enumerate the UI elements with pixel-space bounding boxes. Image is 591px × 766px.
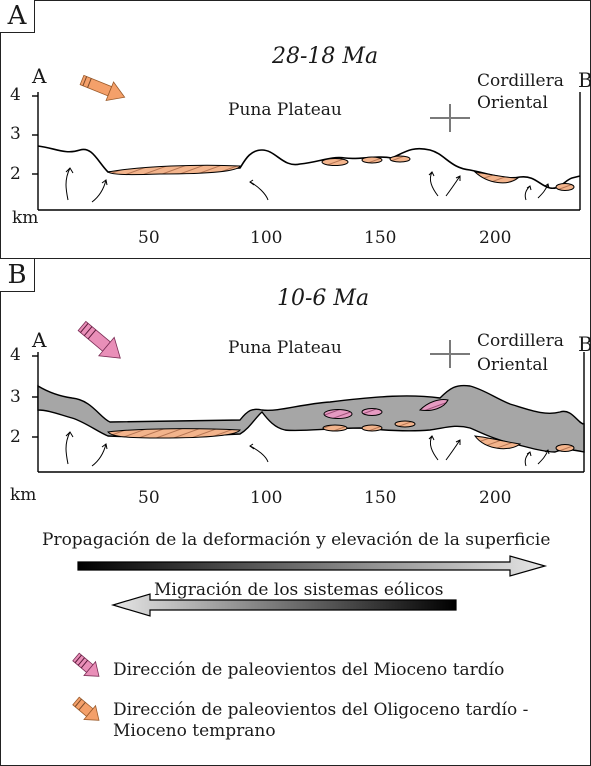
panel-a-cordillera: Cordillera xyxy=(477,71,564,91)
panel-b-puna-plateau: Puna Plateau xyxy=(228,338,342,358)
panel-a-puna-plateau: Puna Plateau xyxy=(228,100,342,120)
panel-a-sand-body-2 xyxy=(321,158,349,166)
panel-a-cross-symbol xyxy=(430,104,470,132)
panel-b-age: 10-6 Ma xyxy=(277,286,370,311)
panel-b-xtick-100: 100 xyxy=(250,488,283,508)
panel-b-paleowind-arrow xyxy=(77,320,121,359)
panel-b-xtick-200: 200 xyxy=(479,488,512,508)
panel-b-cordillera: Cordillera xyxy=(477,331,564,351)
panel-b-ytick-3: 3 xyxy=(10,387,21,407)
panel-b-km: km xyxy=(10,485,37,505)
propagation-label: Propagación de la deformación y elevació… xyxy=(42,530,551,550)
panel-a-sand-body-5 xyxy=(473,171,520,184)
panel-a-sand-body-1 xyxy=(106,164,241,176)
panel-divider xyxy=(0,258,591,259)
panel-a-label: A xyxy=(0,0,35,33)
panel-a-oriental: Oriental xyxy=(477,93,548,113)
panel-b-pink-body-2 xyxy=(361,408,383,416)
migration-label: Migración de los sistemas eólicos xyxy=(154,580,444,600)
legend-oligo-label-line1: Dirección de paleovientos del Oligoceno … xyxy=(113,700,529,720)
panel-a-sand-body-3 xyxy=(361,156,383,164)
panel-a-ytick-3: 3 xyxy=(10,124,21,144)
legend-late-miocene-label: Dirección de paleovientos del Mioceno ta… xyxy=(113,660,505,680)
panel-a-xtick-200: 200 xyxy=(479,228,512,248)
panel-a-km: km xyxy=(12,208,39,228)
panel-b-end-left: A xyxy=(32,328,47,352)
panel-b-xtick-50: 50 xyxy=(138,488,160,508)
legend-oligo-arrow xyxy=(72,696,100,721)
panel-b-sand-body-5 xyxy=(473,435,522,450)
panel-b-sand-body-6 xyxy=(555,444,575,452)
panel-b-end-right: B xyxy=(578,332,591,356)
panel-b-pink-body-3 xyxy=(418,399,449,411)
panel-b-cross-symbol xyxy=(430,340,470,368)
panel-a-end-left: A xyxy=(32,64,47,88)
legend-oligo-label-line2: Mioceno temprano xyxy=(113,721,276,741)
panel-a-paleowind-arrow xyxy=(79,74,126,102)
panel-a-xtick-150: 150 xyxy=(364,228,397,248)
propagation-arrow xyxy=(77,555,548,577)
panel-b-xtick-150: 150 xyxy=(364,488,397,508)
panel-a-age: 28-18 Ma xyxy=(272,44,379,69)
panel-a-fault-arrows xyxy=(65,167,550,203)
panel-b-oriental: Oriental xyxy=(477,355,548,375)
panel-b-sand-body-2 xyxy=(322,424,348,432)
panel-a-sand-body-4 xyxy=(389,155,411,163)
migration-arrow xyxy=(110,593,457,617)
panel-b-sand-body-4 xyxy=(394,420,416,428)
panel-b-ytick-2: 2 xyxy=(10,427,21,447)
panel-b-pink-body-1 xyxy=(323,409,353,419)
panel-a-xtick-100: 100 xyxy=(250,228,283,248)
legend-late-miocene-arrow xyxy=(72,652,100,677)
panel-a-xtick-50: 50 xyxy=(138,228,160,248)
panel-a-sand-body-6 xyxy=(555,183,575,191)
panel-b-sand-body-3 xyxy=(361,424,383,432)
panel-a-axes xyxy=(32,92,581,211)
panel-a-ytick-2: 2 xyxy=(10,164,21,184)
panel-a-ytick-4: 4 xyxy=(10,85,21,105)
panel-b-sand-body-1 xyxy=(107,428,241,439)
panel-b-fault-arrows xyxy=(65,431,550,467)
panel-b-label: B xyxy=(0,259,35,292)
panel-a-end-right: B xyxy=(578,68,591,92)
panel-b-ytick-4: 4 xyxy=(10,345,21,365)
